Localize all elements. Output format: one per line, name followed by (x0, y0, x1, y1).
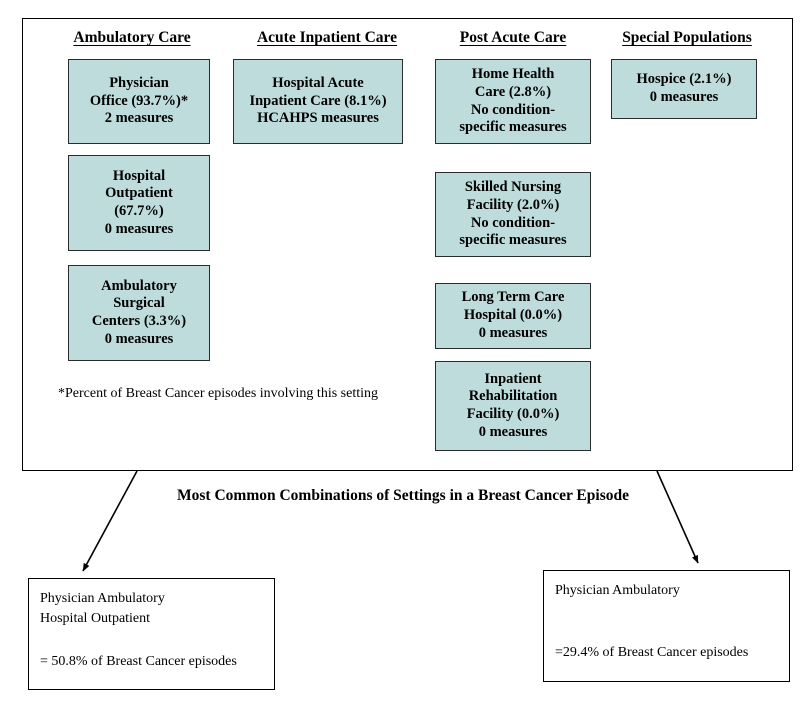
box-line: Ambulatory (101, 277, 177, 294)
box-line: Care (2.8%) (474, 83, 552, 100)
box-line: 2 measures (104, 110, 174, 127)
box-line: 0 measures (104, 330, 174, 347)
box-line: Inpatient Care (8.1%) (249, 92, 387, 109)
box-line: Office (93.7%)* (89, 92, 189, 109)
box-line: (67.7%) (114, 203, 164, 219)
box-line: 0 measures (104, 220, 174, 237)
combo-box-right[interactable]: Physician Ambulatory =29.4% of Breast Ca… (543, 570, 790, 682)
box-line: Outpatient (105, 185, 173, 202)
most-common-combinations-caption: Most Common Combinations of Settings in … (177, 487, 629, 504)
box-line: Skilled Nursing (464, 179, 562, 196)
column-header-special-populations: Special Populations (622, 29, 752, 46)
arrow-to-combo-right (656, 470, 699, 564)
box-line: Surgical (113, 295, 165, 312)
box-inpatient-rehabilitation-facility[interactable]: Inpatient Rehabilitation Facility (0.0%)… (435, 361, 591, 451)
box-line: Home Health (471, 66, 555, 83)
box-line: 0 measures (649, 89, 719, 105)
box-line: Hospice (2.1%) (636, 71, 732, 88)
arrow-to-combo-left (82, 470, 138, 572)
column-header-ambulatory-care: Ambulatory Care (73, 29, 191, 46)
box-line: Physician (109, 74, 169, 91)
footnote-percent-explanation: *Percent of Breast Cancer episodes invol… (58, 386, 378, 401)
combo-setting-line: Hospital Outpatient (40, 611, 151, 627)
box-line: No condition- (470, 214, 556, 231)
column-header-acute-inpatient-care: Acute Inpatient Care (256, 29, 398, 46)
box-line: Centers (3.3%) (91, 313, 187, 329)
box-line: 0 measures (478, 423, 548, 440)
box-line: Facility (2.0%) (466, 196, 560, 213)
combo-setting-line: Physician Ambulatory (555, 583, 680, 598)
box-physician-office[interactable]: Physician Office (93.7%)* 2 measures (68, 59, 210, 144)
box-hospital-outpatient[interactable]: Hospital Outpatient (67.7%) 0 measures (68, 155, 210, 251)
box-ambulatory-surgical-centers[interactable]: Ambulatory Surgical Centers (3.3%) 0 mea… (68, 265, 210, 361)
combo-box-left[interactable]: Physician Ambulatory Hospital Outpatient… (28, 578, 275, 690)
box-line: 0 measures (478, 324, 548, 341)
box-line: Hospital (112, 167, 166, 184)
combo-total-right: =29.4% of Breast Cancer episodes (555, 645, 749, 661)
combo-spacer (40, 630, 263, 652)
box-line: specific measures (459, 119, 567, 136)
box-skilled-nursing-facility[interactable]: Skilled Nursing Facility (2.0%) No condi… (435, 172, 591, 257)
box-line: HCAHPS measures (257, 110, 379, 127)
box-line: No condition- (470, 101, 556, 118)
combo-setting-line: Physician Ambulatory (40, 591, 165, 606)
box-hospital-acute-inpatient-care[interactable]: Hospital Acute Inpatient Care (8.1%) HCA… (233, 59, 403, 144)
box-line: Hospital (0.0%) (463, 307, 563, 324)
box-line: Inpatient (484, 370, 542, 387)
box-line: Rehabilitation (468, 388, 558, 405)
box-home-health-care[interactable]: Home Health Care (2.8%) No condition- sp… (435, 59, 591, 144)
box-line: specific measures (459, 232, 567, 249)
column-header-post-acute-care: Post Acute Care (459, 29, 567, 46)
box-line: Long Term Care (461, 289, 565, 306)
box-long-term-care-hospital[interactable]: Long Term Care Hospital (0.0%) 0 measure… (435, 283, 591, 349)
box-line: Hospital Acute (272, 74, 364, 91)
combo-spacer (555, 601, 778, 643)
combo-total-left: = 50.8% of Breast Cancer episodes (40, 653, 237, 669)
box-line: Facility (0.0%) (466, 406, 560, 422)
box-hospice[interactable]: Hospice (2.1%) 0 measures (611, 59, 757, 119)
